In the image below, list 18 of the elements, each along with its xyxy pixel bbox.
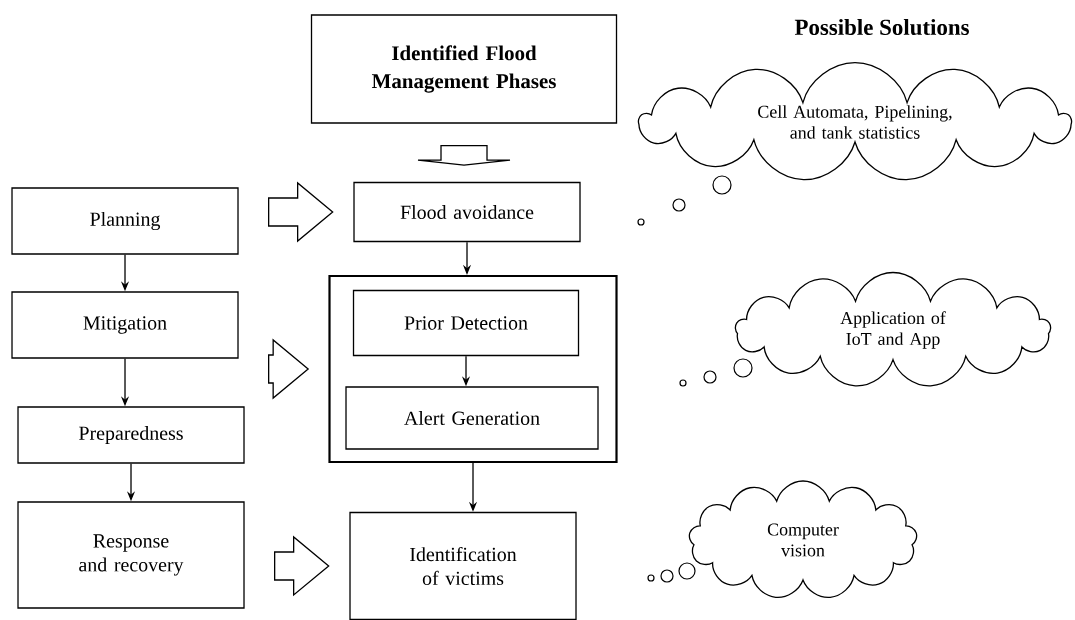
- process-box: Mitigation: [11, 291, 239, 359]
- block-arrow: [417, 145, 511, 166]
- block-arrow: [274, 535, 330, 597]
- thought-cloud: Cell Automata, Pipelining, and tank statistics: [637, 61, 1073, 226]
- process-box: Planning: [11, 187, 239, 255]
- block-arrow: [268, 181, 334, 243]
- process-box: Preparedness: [17, 406, 245, 464]
- thought-cloud: Application of IoT and App: [679, 271, 1052, 387]
- column-heading: Possible Solutions: [794, 18, 969, 36]
- process-box: Response and recovery: [17, 501, 245, 609]
- process-box: Identification of victims: [349, 511, 577, 620]
- block-arrow: [268, 338, 310, 400]
- process-box: Flood avoidance: [353, 181, 581, 243]
- process-box: Alert Generation: [345, 386, 599, 450]
- process-box: Prior Detection: [352, 289, 580, 357]
- thought-cloud: Computer vision: [647, 480, 918, 598]
- group-box: [328, 274, 618, 464]
- title-box: Identified Flood Management Phases: [310, 14, 618, 124]
